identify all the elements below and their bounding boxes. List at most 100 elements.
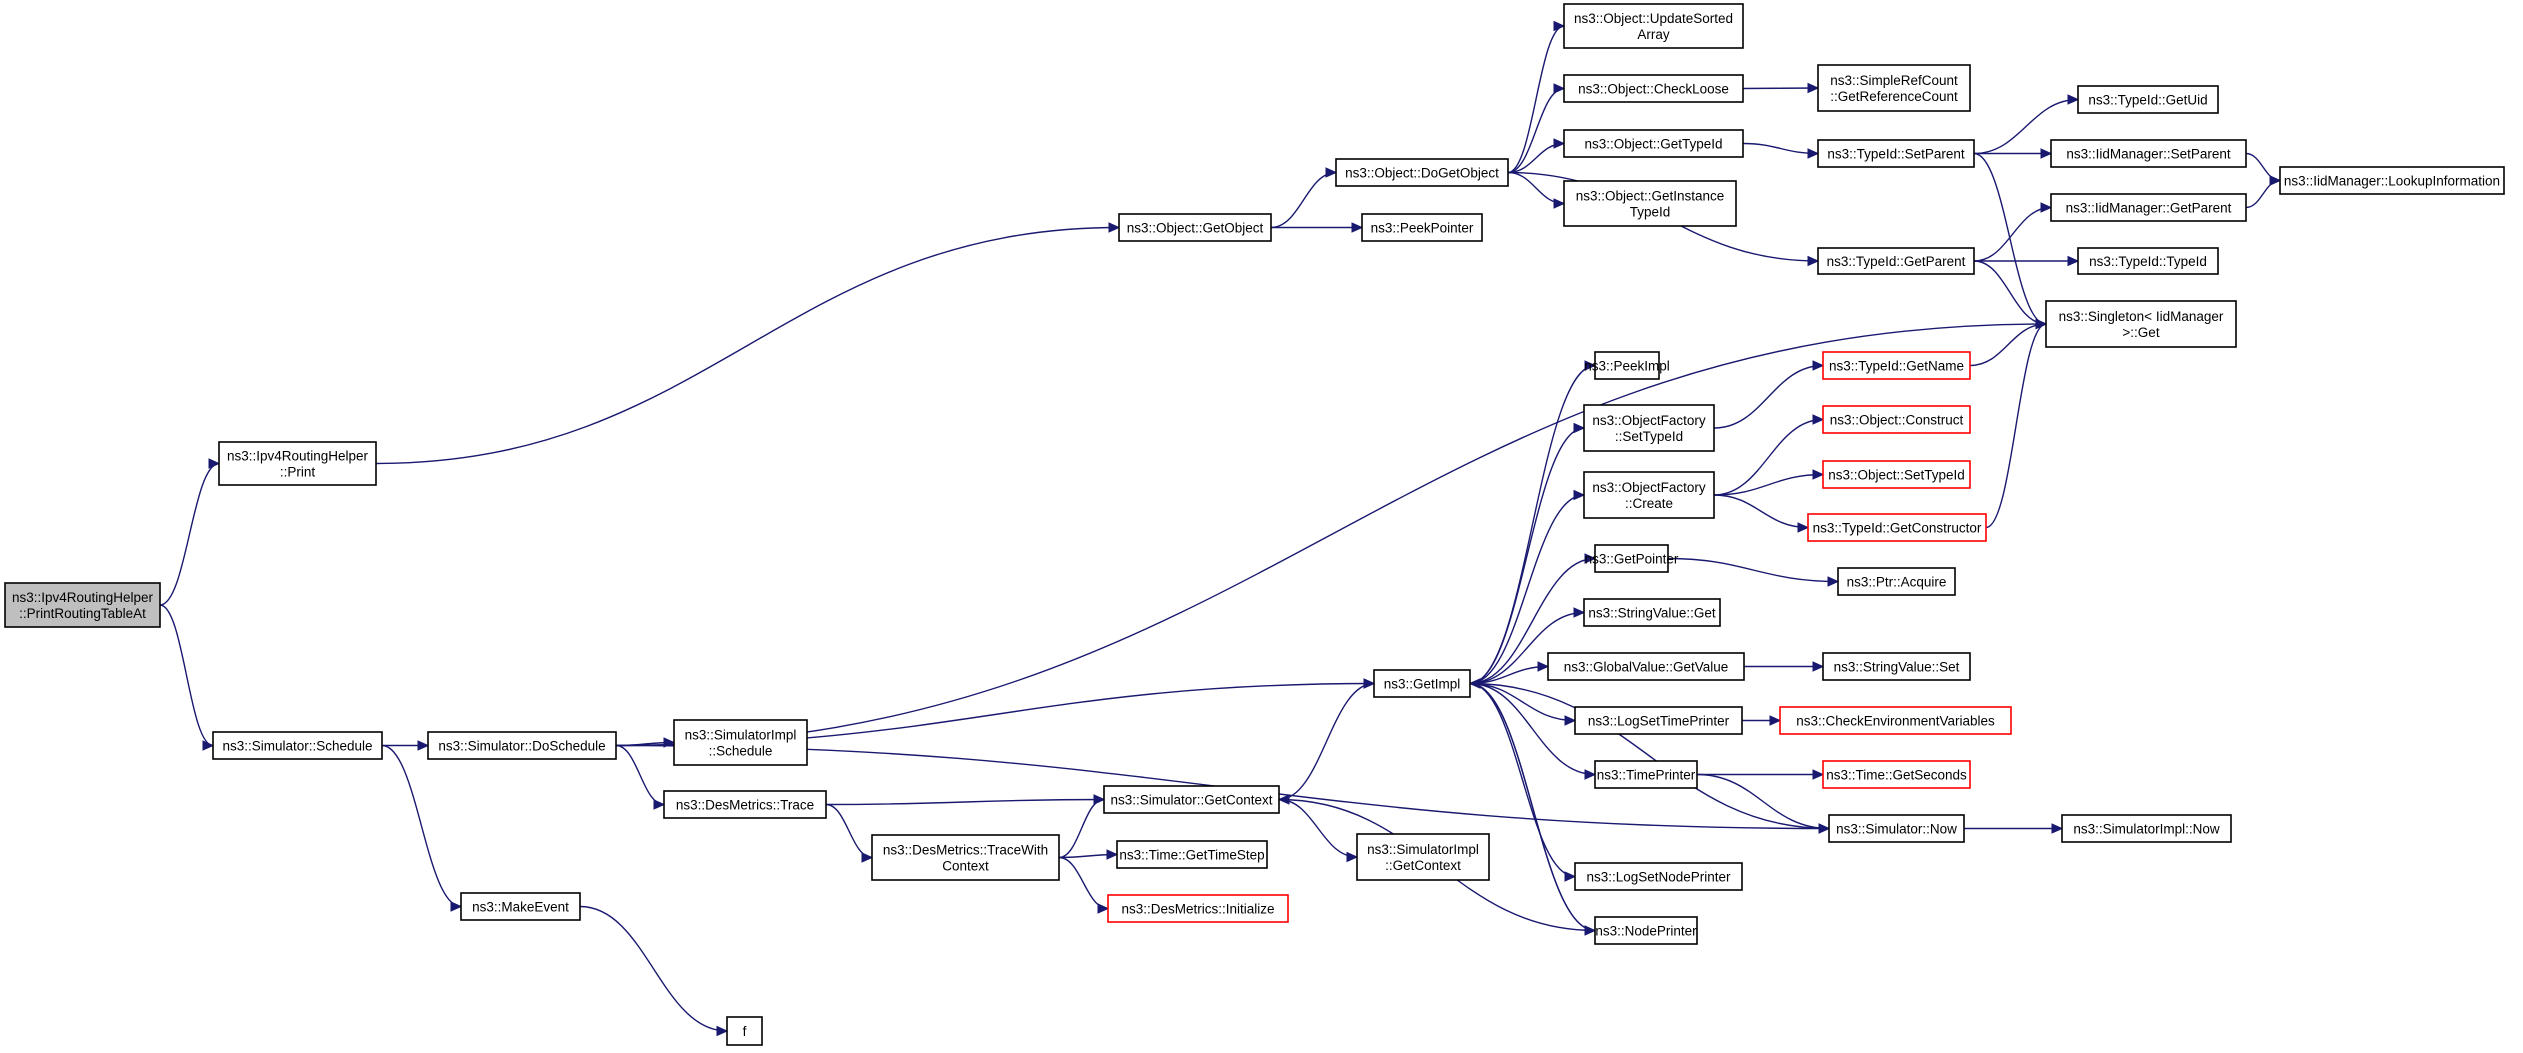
node-simimplgetcontext[interactable]: ns3::SimulatorImpl::GetContext [1356,833,1490,881]
node-typeidgetname[interactable]: ns3::TypeId::GetName [1822,351,1971,380]
node-getimpl[interactable]: ns3::GetImpl [1373,669,1471,698]
node-gettimestep[interactable]: ns3::Time::GetTimeStep [1116,840,1268,869]
edge-desmetricstrace-to-simgetcontext [825,798,1105,806]
arrowhead-dogetobject-to-getinstance [1553,198,1566,209]
node-label-schedule-0: ns3::Simulator::Schedule [222,739,372,754]
node-getuid[interactable]: ns3::TypeId::GetUid [2077,85,2219,114]
node-dogetobject[interactable]: ns3::Object::DoGetObject [1335,158,1509,187]
node-getconstructor[interactable]: ns3::TypeId::GetConstructor [1807,513,1987,542]
node-print[interactable]: ns3::Ipv4RoutingHelper::Print [218,441,377,486]
node-ptracquire[interactable]: ns3::Ptr::Acquire [1837,567,1956,596]
node-box-dogetobject [1335,158,1509,187]
edge-getimpl-to-timeprinter [1469,682,1596,776]
node-checkloose[interactable]: ns3::Object::CheckLoose [1563,74,1744,103]
arrowhead-schedule-to-doschedule [417,740,430,751]
node-setparent[interactable]: ns3::TypeId::SetParent [1817,139,1975,168]
node-doschedule[interactable]: ns3::Simulator::DoSchedule [427,731,617,760]
arrowhead-ofsettypeid-to-typeidgetname [1812,360,1825,371]
node-lookup[interactable]: ns3::IidManager::LookupInformation [2279,166,2505,195]
edge-ofcreate-to-getconstructor [1713,494,1809,529]
node-ofsettypeid[interactable]: ns3::ObjectFactory::SetTypeId [1583,404,1715,452]
node-peekimpl[interactable]: ns3::PeekImpl [1584,351,1670,380]
node-simplerefcount[interactable]: ns3::SimpleRefCount::GetReferenceCount [1817,64,1971,112]
node-box-peekimpl [1594,351,1660,380]
node-checkenv[interactable]: ns3::CheckEnvironmentVariables [1779,706,2012,735]
node-simimplnow[interactable]: ns3::SimulatorImpl::Now [2061,814,2232,843]
node-peekpointer[interactable]: ns3::PeekPointer [1361,213,1483,242]
node-box-simimplschedule [673,719,808,766]
node-nodeprinter[interactable]: ns3::NodePrinter [1594,916,1698,945]
node-label-getobject-0: ns3::Object::GetObject [1127,221,1264,236]
node-desmetricstrace[interactable]: ns3::DesMetrics::Trace [663,790,827,819]
arrowhead-getimpl-to-ofsettypeid [1573,422,1586,434]
node-label-setparent-0: ns3::TypeId::SetParent [1827,147,1965,162]
node-box-simimplgetcontext [1356,833,1490,881]
arrowhead-nodeprinter-to-simgetcontext [1277,794,1290,805]
node-desinit[interactable]: ns3::DesMetrics::Initialize [1107,894,1289,923]
node-label-timeprinter-0: ns3::TimePrinter [1597,768,1696,783]
node-label-simimplschedule-1: ::Schedule [709,744,773,759]
arrowhead-getimpl-to-logsetnodeprinter [1564,871,1577,882]
node-box-updatesorted [1563,3,1744,49]
edge-simnow-to-getimpl [1469,682,1830,830]
arrowhead-getimpl-to-getpointer [1584,553,1597,564]
node-iidgetparent[interactable]: ns3::IidManager::GetParent [2050,193,2247,222]
node-label-simimplschedule-0: ns3::SimulatorImpl [685,728,797,743]
node-box-gettimestep [1116,840,1268,869]
node-box-desinit [1107,894,1289,923]
node-objsettypeid[interactable]: ns3::Object::SetTypeId [1822,460,1971,489]
node-makeevent[interactable]: ns3::MakeEvent [460,892,581,921]
node-simgetcontext[interactable]: ns3::Simulator::GetContext [1103,785,1280,814]
node-box-simgetcontext [1103,785,1280,814]
node-typeid[interactable]: ns3::TypeId::TypeId [2077,247,2219,275]
node-label-tracewithcontext-1: Context [942,859,989,874]
arrowhead-dogetobject-to-getparent [1807,255,1820,267]
node-stringvalueget[interactable]: ns3::StringValue::Get [1583,598,1721,627]
arrowhead-root-to-schedule [202,740,215,751]
node-logsettimeprinter[interactable]: ns3::LogSetTimePrinter [1574,706,1743,735]
node-getseconds[interactable]: ns3::Time::GetSeconds [1822,760,1971,789]
node-root[interactable]: ns3::Ipv4RoutingHelper::PrintRoutingTabl… [4,582,161,628]
node-label-checkloose-0: ns3::Object::CheckLoose [1578,82,1729,97]
arrowhead-timeprinter-to-getseconds [1812,769,1825,780]
node-schedule[interactable]: ns3::Simulator::Schedule [212,731,383,760]
edge-getobject-to-dogetobject [1270,171,1337,229]
node-globalvalueget[interactable]: ns3::GlobalValue::GetValue [1547,652,1745,681]
node-objgettypeid[interactable]: ns3::Object::GetTypeId [1563,129,1744,158]
node-logsetnodeprinter[interactable]: ns3::LogSetNodePrinter [1574,862,1743,891]
arrowhead-nodeprinter-to-getimpl [1468,678,1481,689]
node-simimplschedule[interactable]: ns3::SimulatorImpl::Schedule [673,719,808,766]
node-label-desinit-0: ns3::DesMetrics::Initialize [1121,902,1274,917]
node-label-lookup-0: ns3::IidManager::LookupInformation [2284,174,2500,189]
node-objconstruct[interactable]: ns3::Object::Construct [1822,405,1971,434]
node-timeprinter[interactable]: ns3::TimePrinter [1594,760,1698,789]
edge-print-to-getobject [375,226,1120,465]
node-box-getinstance [1563,180,1737,227]
node-getpointer[interactable]: ns3::GetPointer [1585,544,1679,573]
node-box-objgettypeid [1563,129,1744,158]
node-f[interactable]: f [726,1016,763,1046]
node-getparent[interactable]: ns3::TypeId::GetParent [1817,247,1975,275]
node-simnow[interactable]: ns3::Simulator::Now [1828,814,1965,843]
node-box-getconstructor [1807,513,1987,542]
arrowhead-getimpl-to-ofcreate [1573,489,1586,501]
node-label-iidsetparent-0: ns3::IidManager::SetParent [2066,147,2231,162]
edge-simgetcontext-to-getimpl [1278,682,1375,801]
node-label-nodeprinter-0: ns3::NodePrinter [1595,924,1697,939]
node-getobject[interactable]: ns3::Object::GetObject [1118,213,1272,242]
node-label-ofcreate-1: ::Create [1625,496,1673,511]
node-ofcreate[interactable]: ns3::ObjectFactory::Create [1583,471,1715,519]
node-iidsetparent[interactable]: ns3::IidManager::SetParent [2050,139,2247,168]
node-label-updatesorted-0: ns3::Object::UpdateSorted [1574,11,1733,26]
node-label-gettimestep-0: ns3::Time::GetTimeStep [1119,848,1264,863]
node-singleton[interactable]: ns3::Singleton< IidManager>::Get [2045,300,2237,348]
node-stringvalueset[interactable]: ns3::StringValue::Set [1822,652,1971,681]
node-label-print-1: ::Print [280,465,316,480]
arrowhead-tracewithcontext-to-gettimestep [1106,849,1119,860]
arrowhead-schedule-to-makeevent [450,901,463,912]
node-label-globalvalueget-0: ns3::GlobalValue::GetValue [1564,660,1729,675]
edge-getimpl-to-getpointer [1469,557,1596,685]
